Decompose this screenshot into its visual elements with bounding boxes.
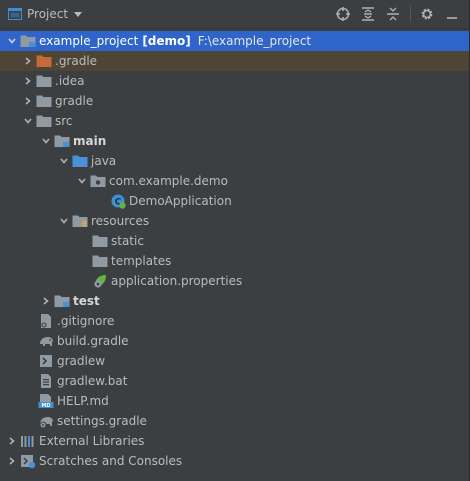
project-name: example_project <box>39 34 139 48</box>
tree-item-gradlew[interactable]: gradlew <box>0 351 469 371</box>
tree-item-label: templates <box>111 254 172 268</box>
tree-item-gradlew-bat[interactable]: gradlew.bat <box>0 371 469 391</box>
view-title: Project <box>27 7 69 21</box>
tree-item-settings-gradle[interactable]: settings.gradle <box>0 411 469 431</box>
tree-item-label: External Libraries <box>39 434 145 448</box>
tree-item-build-gradle[interactable]: build.gradle <box>0 331 469 351</box>
resources-folder-icon <box>72 213 88 229</box>
tree-item-scratches[interactable]: Scratches and Consoles <box>0 451 469 471</box>
source-root-folder-icon <box>72 153 88 169</box>
tree-item-label: DemoApplication <box>129 194 232 208</box>
folder-icon <box>36 113 52 129</box>
svg-text:C: C <box>115 198 122 208</box>
spring-boot-class-icon: C <box>110 193 126 209</box>
tree-item-label: settings.gradle <box>57 414 147 428</box>
chevron-down-icon[interactable] <box>4 31 20 51</box>
tree-item-label: static <box>111 234 144 248</box>
tree-item-package[interactable]: com.example.demo <box>0 171 469 191</box>
source-set-folder-icon <box>54 133 70 149</box>
svg-text:MD: MD <box>41 403 50 409</box>
tree-item-label: main <box>73 134 107 148</box>
tree-item-dot-gradle[interactable]: .gradle <box>0 51 469 71</box>
tree-item-label: .idea <box>55 74 85 88</box>
spring-properties-icon <box>92 273 108 289</box>
tree-item-label: application.properties <box>111 274 243 288</box>
chevron-down-icon[interactable] <box>74 171 90 191</box>
collapse-all-icon[interactable] <box>384 5 402 23</box>
tree-item-label: gradlew <box>57 354 106 368</box>
folder-icon <box>92 253 108 269</box>
tree-item-label: .gitignore <box>57 314 115 328</box>
scratches-icon <box>20 453 36 469</box>
tree-item-example-project[interactable]: example_project [demo] F:\example_projec… <box>0 31 469 51</box>
shell-script-icon <box>38 353 54 369</box>
tree-item-label: HELP.md <box>57 394 109 408</box>
tree-item-gradle[interactable]: gradle <box>0 91 469 111</box>
tree-item-src[interactable]: src <box>0 111 469 131</box>
chevron-down-icon[interactable] <box>56 151 72 171</box>
markdown-file-icon: MD <box>38 393 54 409</box>
chevron-down-icon[interactable] <box>56 211 72 231</box>
chevron-down-icon[interactable] <box>20 111 36 131</box>
tree-item-label: java <box>91 154 117 168</box>
tree-item-demo-application[interactable]: C DemoApplication <box>0 191 469 211</box>
locate-icon[interactable] <box>334 5 352 23</box>
expand-all-icon[interactable] <box>359 5 377 23</box>
tree-item-test[interactable]: test <box>0 291 469 311</box>
tree-item-label: resources <box>91 214 150 228</box>
view-selector[interactable]: Project <box>8 7 83 21</box>
module-name: [demo] <box>142 34 191 48</box>
tree-item-templates[interactable]: templates <box>0 251 469 271</box>
chevron-right-icon[interactable] <box>4 431 20 451</box>
gradle-settings-icon <box>38 413 54 429</box>
folder-icon <box>36 73 52 89</box>
tree-item-label: gradlew.bat <box>57 374 128 388</box>
chevron-right-icon[interactable] <box>20 71 36 91</box>
tree-item-application-properties[interactable]: application.properties <box>0 271 469 291</box>
tool-window-header: Project <box>0 0 469 29</box>
chevron-right-icon[interactable] <box>38 291 54 311</box>
project-tree[interactable]: example_project [demo] F:\example_projec… <box>0 29 469 471</box>
folder-icon <box>36 93 52 109</box>
folder-icon <box>92 233 108 249</box>
source-set-folder-icon <box>54 293 70 309</box>
module-folder-icon <box>20 33 36 49</box>
tree-item-java[interactable]: java <box>0 151 469 171</box>
tree-item-label: build.gradle <box>57 334 129 348</box>
tree-item-label: test <box>73 294 100 308</box>
chevron-right-icon[interactable] <box>20 91 36 111</box>
tree-item-label: gradle <box>55 94 94 108</box>
gradle-elephant-icon <box>38 333 54 349</box>
chevron-right-icon[interactable] <box>4 451 20 471</box>
header-toolbar <box>327 5 461 23</box>
chevron-down-icon[interactable] <box>38 131 54 151</box>
project-window-icon <box>8 8 22 20</box>
tree-item-idea[interactable]: .idea <box>0 71 469 91</box>
project-path: F:\example_project <box>197 34 312 48</box>
tree-item-gitignore[interactable]: .gitignore <box>0 311 469 331</box>
tree-item-label: com.example.demo <box>109 174 228 188</box>
tree-item-external-libraries[interactable]: External Libraries <box>0 431 469 451</box>
excluded-folder-icon <box>36 53 52 69</box>
library-icon <box>20 433 36 449</box>
tree-item-resources[interactable]: resources <box>0 211 469 231</box>
chevron-right-icon[interactable] <box>20 51 36 71</box>
tree-item-static[interactable]: static <box>0 231 469 251</box>
tree-item-main[interactable]: main <box>0 131 469 151</box>
toolbar-separator <box>410 6 411 22</box>
tree-item-label: src <box>55 114 73 128</box>
minimize-icon[interactable] <box>443 5 461 23</box>
gear-icon[interactable] <box>418 5 436 23</box>
tree-item-label: .gradle <box>55 54 98 68</box>
package-icon <box>90 173 106 189</box>
chevron-down-icon <box>74 11 83 17</box>
text-file-icon <box>38 373 54 389</box>
tree-item-label: Scratches and Consoles <box>39 454 183 468</box>
tree-item-help-md[interactable]: MD HELP.md <box>0 391 469 411</box>
gitignore-file-icon <box>38 313 54 329</box>
